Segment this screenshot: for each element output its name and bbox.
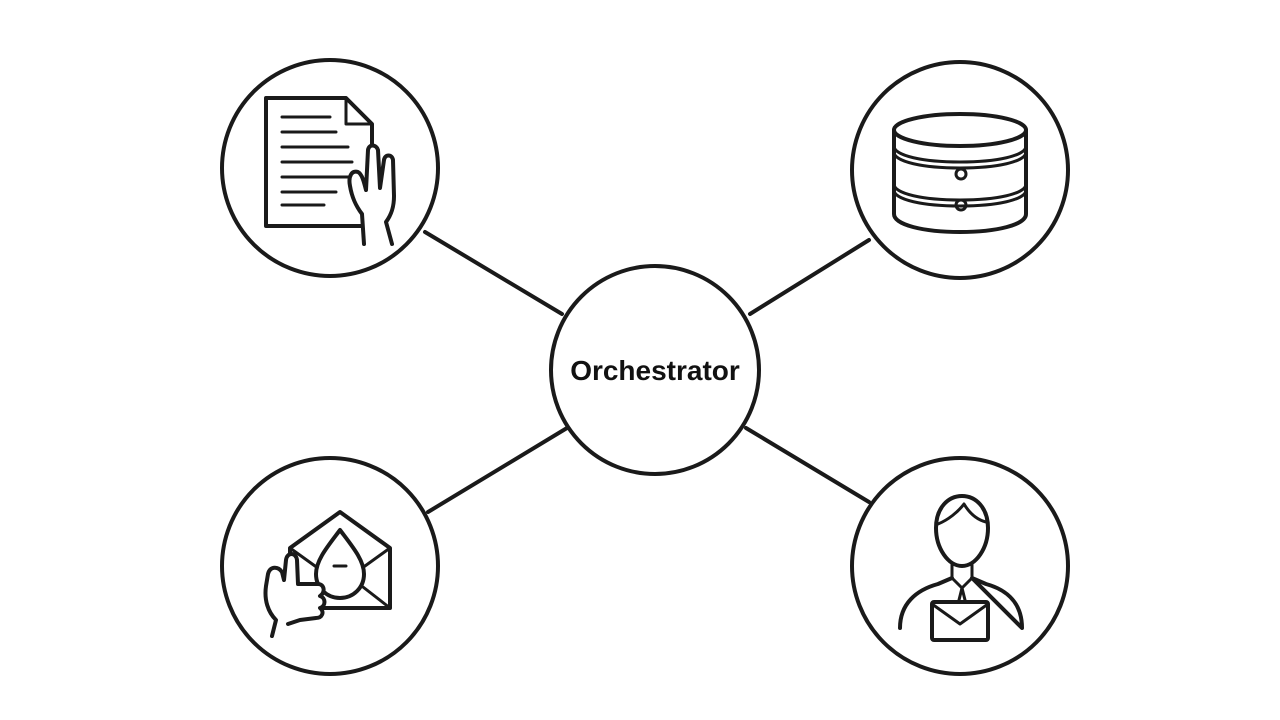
hub-circle [549, 264, 761, 476]
connector-email [426, 426, 569, 514]
node-database [850, 60, 1070, 280]
connectors [423, 230, 871, 514]
hub-label: Orchestrator [570, 355, 740, 386]
connector-user [744, 426, 871, 504]
database-icon [892, 112, 1028, 234]
connector-database [748, 238, 871, 316]
connector-document [423, 230, 564, 316]
user-envelope-icon [898, 494, 1024, 642]
node-document-circle [220, 58, 440, 278]
node-document [220, 58, 440, 278]
envelope-thumbs-up-icon [263, 510, 392, 638]
node-email [220, 456, 440, 676]
document-hand-icon [264, 96, 396, 246]
node-user [850, 456, 1070, 676]
hub-node: Orchestrator [549, 264, 761, 476]
